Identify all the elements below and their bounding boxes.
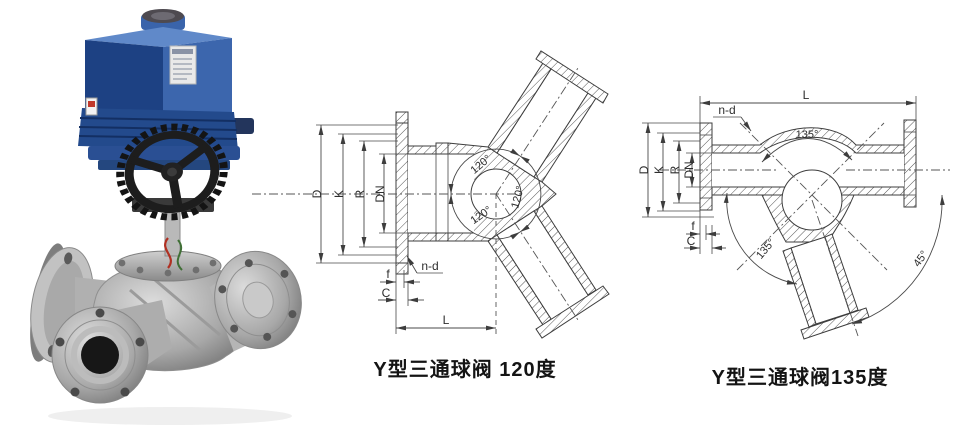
photo-bonnet	[114, 250, 222, 282]
valve-photo	[30, 9, 302, 425]
d135-dim-f: f	[691, 219, 695, 233]
d120-dim-C: C	[382, 286, 391, 300]
d120-flange-tab-bottom	[395, 262, 409, 275]
d135-dim-D: D	[637, 165, 651, 174]
photo-wire-red	[164, 237, 172, 269]
photo-bore	[81, 336, 119, 374]
d120-dim-R: R	[353, 189, 367, 198]
d135-dim-L: L	[803, 88, 810, 102]
d135-dim-nd: n-d	[718, 103, 735, 117]
d135-dim-C: C	[687, 234, 696, 248]
d135-dim-R: R	[668, 165, 682, 174]
d120-dim-f: f	[386, 267, 390, 281]
caption-135: Y型三通球阀135度	[711, 367, 889, 389]
d120-angle-right: 120°	[509, 185, 526, 210]
photo-actuator	[78, 9, 254, 170]
d120-dim-K: K	[332, 190, 346, 198]
d135-angle-right: 45°	[911, 249, 930, 270]
drawing-120: 120° 120° 120°	[252, 50, 610, 339]
d135-extension-lines	[642, 96, 917, 254]
photo-nameplate	[169, 45, 197, 85]
drawing-135: 135° 135° 45°	[637, 88, 950, 340]
d120-main-bore	[408, 154, 474, 233]
d135-top-wall	[711, 127, 905, 154]
photo-red-label	[85, 97, 98, 116]
d120-left-flange	[395, 122, 409, 264]
photo-front-flange	[51, 300, 172, 404]
photo-shadow	[48, 407, 292, 425]
d120-dim-DN: DN	[373, 185, 387, 202]
d120-dim-L: L	[443, 313, 450, 327]
d135-left-flange	[699, 122, 713, 211]
photo-wire-green	[176, 239, 183, 271]
d120-dim-nd: n-d	[421, 259, 438, 273]
d135-angle-top: 135°	[796, 129, 819, 141]
d135-dim-K: K	[652, 166, 666, 174]
d135-dimensions	[645, 100, 916, 251]
photo-right-flange	[209, 250, 302, 352]
d135-right-flange	[903, 119, 917, 208]
caption-120: Y型三通球阀 120度	[373, 359, 557, 381]
d120-flange-tab-top	[395, 111, 409, 124]
d120-dimensions	[318, 125, 496, 331]
photo-handwheel	[116, 123, 228, 221]
d120-dim-D: D	[310, 189, 324, 198]
d135-dim-DN: DN	[682, 161, 696, 178]
d135-angle-left: 135°	[754, 236, 778, 261]
